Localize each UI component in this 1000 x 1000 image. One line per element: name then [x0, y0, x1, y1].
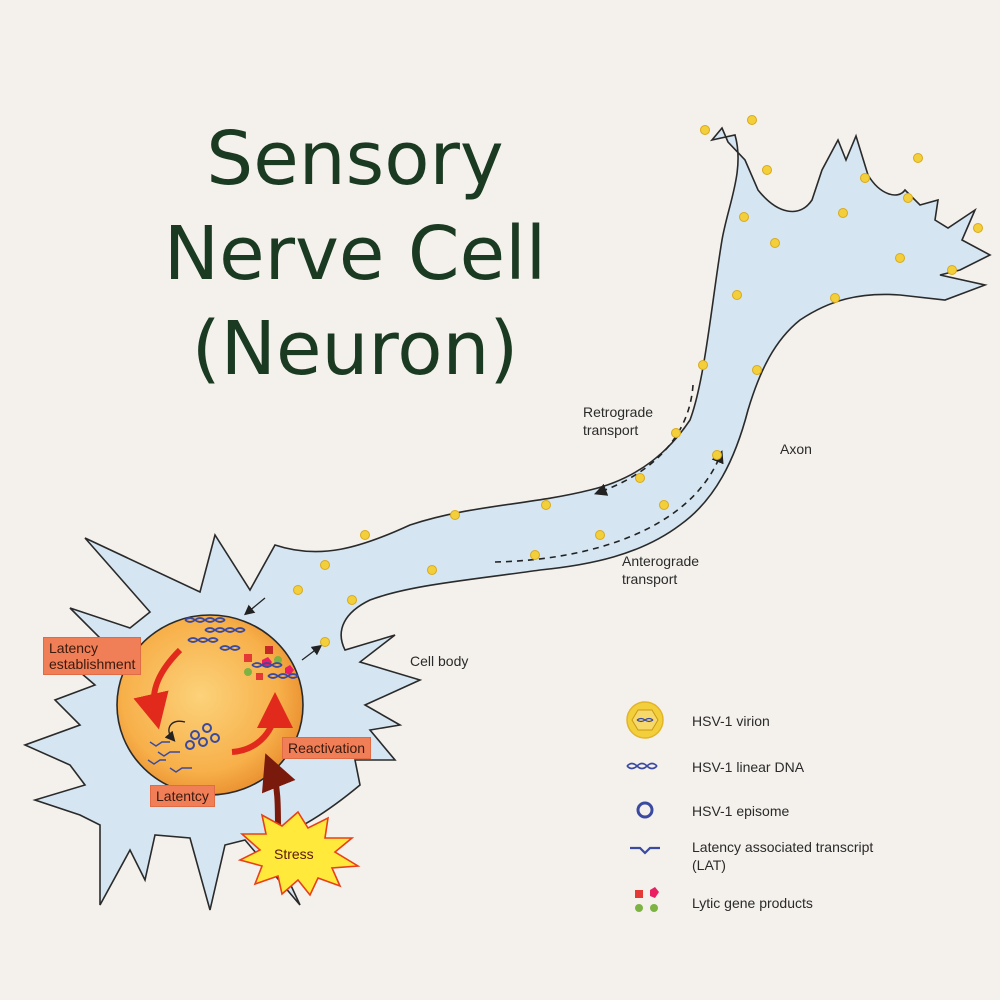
axon-label: Axon [780, 441, 812, 457]
stress-label: Stress [274, 846, 314, 862]
latency-establishment-box: Latency establishment [43, 637, 142, 675]
legend-lat-line1: Latency associated transcript [692, 839, 874, 855]
retrograde-arrow [593, 384, 694, 496]
anterograde-arrow [494, 450, 724, 563]
lat-legend-icon [630, 846, 660, 855]
legend-virion-text: HSV-1 virion [692, 713, 770, 729]
nucleus-curve-arrow-left [164, 720, 186, 742]
latency-establishment-line2: establishment [49, 656, 136, 672]
legend-episome-text: HSV-1 episome [692, 803, 790, 819]
lytic-legend-icon [635, 887, 659, 912]
latency-establishment-arrow [133, 647, 183, 730]
anterograde-label-line2: transport [622, 571, 678, 587]
title-line-1: Sensory [206, 116, 504, 202]
episome-legend-icon [636, 801, 654, 819]
latency-box: Latentcy [150, 785, 215, 807]
nucleus-lytic-products [244, 646, 299, 680]
virion-legend-icon [626, 701, 664, 739]
retrograde-label-line1: Retrograde [583, 404, 654, 420]
anterograde-label-line1: Anterograde [622, 553, 700, 569]
latency-establishment-line1: Latency [49, 640, 99, 656]
nucleus-arrow-into [243, 597, 266, 616]
reactivation-arrow [231, 692, 293, 755]
nucleus-arrow-out [301, 644, 323, 661]
legend-linear-dna-text: HSV-1 linear DNA [692, 759, 805, 775]
legend-lat-text: Latency associated transcript (LAT) [692, 838, 873, 874]
title-line-3: (Neuron) [191, 306, 519, 392]
nucleus-episomes [185, 723, 220, 750]
stress-burst [237, 810, 361, 897]
nucleus-linear-dna [184, 617, 246, 651]
nucleus-lat-transcripts [147, 741, 192, 773]
anterograde-label: Anterograde transport [622, 552, 699, 588]
legend-lat-line2: (LAT) [692, 857, 726, 873]
reactivation-box: Reactivation [282, 737, 372, 759]
linear-dna-legend-icon [626, 762, 658, 770]
retrograde-label: Retrograde transport [583, 403, 653, 439]
cell-body-label: Cell body [410, 653, 469, 669]
virion-particles [293, 115, 983, 647]
retrograde-label-line2: transport [583, 422, 639, 438]
legend-lytic-text: Lytic gene products [692, 895, 813, 911]
page-title: Sensory Nerve Cell (Neuron) [120, 112, 590, 397]
title-line-2: Nerve Cell [163, 211, 547, 297]
